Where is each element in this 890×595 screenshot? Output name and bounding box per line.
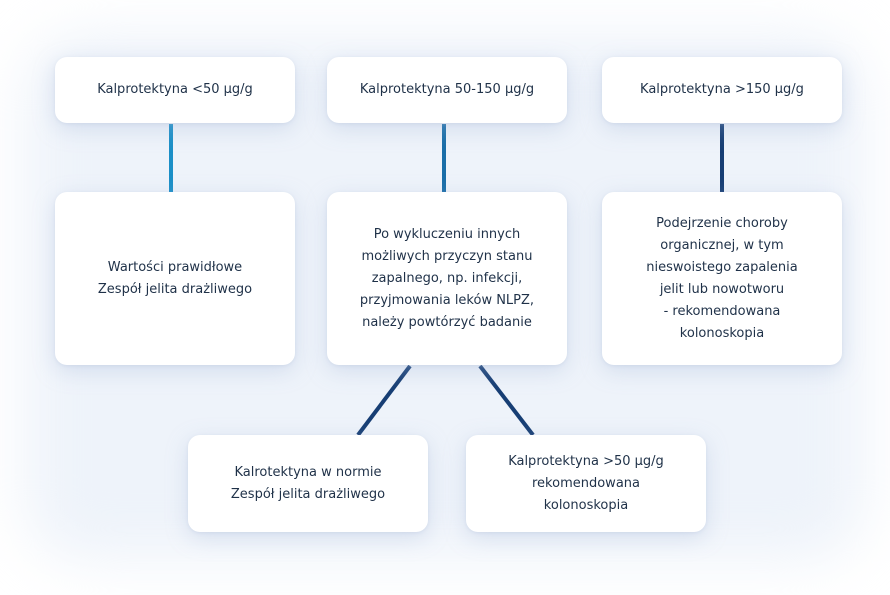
header-box-mid: Kalprotektyna 50-150 µg/g — [327, 57, 567, 123]
result-box-high: Podejrzenie choroby organicznej, w tym n… — [602, 192, 842, 365]
header-box-low: Kalprotektyna <50 µg/g — [55, 57, 295, 123]
header-box-high: Kalprotektyna >150 µg/g — [602, 57, 842, 123]
header-label-low: Kalprotektyna <50 µg/g — [97, 82, 253, 97]
followup-text-normal: Kalrotektyna w normie Zespół jelita draż… — [230, 464, 386, 502]
followup-box-elevated: Kalprotektyna >50 µg/g rekomendowana kol… — [466, 435, 706, 532]
followup-text-elevated: Kalprotektyna >50 µg/g rekomendowana kol… — [508, 453, 664, 513]
header-label-high: Kalprotektyna >150 µg/g — [640, 82, 804, 97]
header-label-mid: Kalprotektyna 50-150 µg/g — [359, 82, 535, 97]
result-text-low: Wartości prawidłowe Zespół jelita drażli… — [97, 259, 253, 297]
result-text-high: Podejrzenie choroby organicznej, w tym n… — [646, 215, 798, 341]
result-box-mid: Po wykluczeniu innych możliwych przyczyn… — [327, 192, 567, 365]
result-text-mid: Po wykluczeniu innych możliwych przyczyn… — [359, 226, 535, 330]
connector-to-normal — [356, 364, 412, 437]
followup-box-normal: Kalrotektyna w normie Zespół jelita draż… — [188, 435, 428, 532]
result-box-low: Wartości prawidłowe Zespół jelita drażli… — [55, 192, 295, 365]
connector-to-elevated — [478, 364, 535, 437]
